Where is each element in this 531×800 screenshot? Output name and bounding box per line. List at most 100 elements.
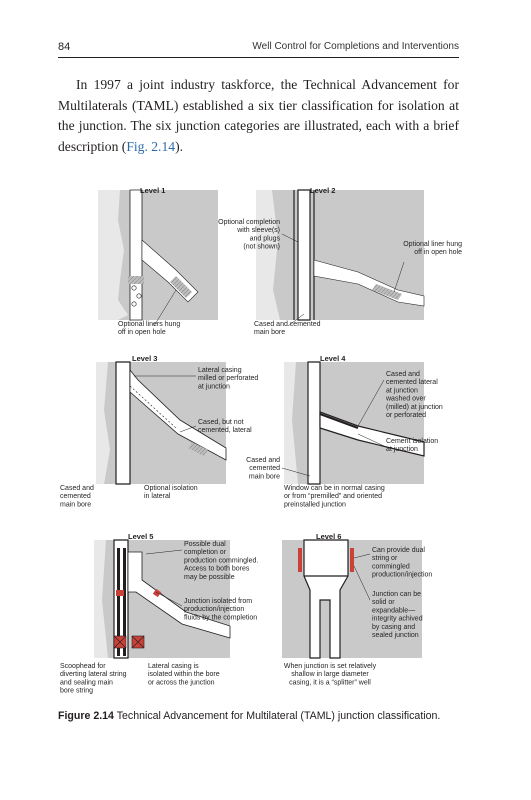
label-line: may be possible bbox=[184, 574, 235, 581]
figure-reference-link[interactable]: Fig. 2.14 bbox=[126, 138, 176, 154]
paragraph-text-end: ). bbox=[175, 138, 183, 154]
label-line: Optional liners hung bbox=[118, 321, 180, 328]
label-line: and sealing main bbox=[60, 679, 113, 686]
label-line: Cement isolation bbox=[386, 438, 438, 445]
level-2-panel bbox=[256, 189, 425, 321]
label-line: main bore bbox=[249, 473, 280, 480]
label-line: (milled) at junction bbox=[386, 404, 443, 411]
level-3-panel bbox=[96, 361, 227, 485]
label-line: Optional liner hung bbox=[403, 241, 462, 248]
label-line: with sleeve(s) bbox=[236, 227, 280, 234]
level-6-title: Level 6 bbox=[316, 532, 341, 541]
label-line: at junction bbox=[386, 387, 418, 394]
label-line: solid or bbox=[372, 599, 395, 606]
level-1-panel bbox=[98, 189, 218, 321]
label-line: Lateral casing is bbox=[148, 663, 199, 670]
level-5-panel bbox=[94, 539, 231, 659]
label-line: or across the junction bbox=[148, 679, 215, 686]
label-line: Cased, but not bbox=[198, 419, 244, 426]
label-line: cemented bbox=[249, 465, 280, 472]
label-line: Optional isolation bbox=[144, 485, 198, 492]
label-line: completion or bbox=[184, 549, 227, 556]
running-title: Well Control for Completions and Interve… bbox=[252, 41, 459, 52]
level-5-isolated-label: Junction isolated fromproduction/injecti… bbox=[184, 598, 257, 621]
level-1-title: Level 1 bbox=[140, 186, 165, 195]
level-2-title: Level 2 bbox=[310, 186, 335, 195]
label-line: preinstalled junction bbox=[284, 501, 346, 508]
label-line: commingled bbox=[372, 563, 410, 570]
label-line: Junction can be bbox=[372, 591, 421, 598]
label-line: by casing and bbox=[372, 624, 415, 631]
label-line: integrity achived bbox=[372, 616, 423, 623]
label-line: Possible dual bbox=[184, 541, 226, 548]
label-line: When junction is set relatively bbox=[284, 663, 377, 670]
label-line: or from “premilled” and oriented bbox=[284, 493, 382, 500]
level-4-panel bbox=[284, 361, 425, 485]
label-line: Cased and bbox=[246, 457, 280, 464]
caption-text: Technical Advancement for Multilateral (… bbox=[116, 710, 441, 722]
label-line: milled or perforated bbox=[198, 375, 258, 382]
label-line: Cased and bbox=[386, 371, 420, 378]
label-line: fluids by the completion bbox=[184, 614, 257, 621]
label-line: at junction bbox=[386, 446, 418, 453]
label-line: and plugs bbox=[250, 235, 281, 242]
level-3-title: Level 3 bbox=[132, 354, 157, 363]
label-line: expandable— bbox=[372, 607, 415, 614]
label-line: Cased and bbox=[60, 485, 94, 492]
label-line: Cased and cemented bbox=[254, 321, 321, 328]
label-line: Can provide dual bbox=[372, 547, 425, 554]
body-paragraph: In 1997 a joint industry taskforce, the … bbox=[58, 75, 459, 157]
label-line: Lateral casing bbox=[198, 367, 242, 374]
label-line: casing, it is a “splitter” well bbox=[289, 679, 371, 686]
label-line: in lateral bbox=[144, 493, 171, 500]
label-line: main bore bbox=[60, 501, 91, 508]
label-line: Junction isolated from bbox=[184, 598, 252, 605]
level-4-title: Level 4 bbox=[320, 354, 346, 363]
figure-caption: Figure 2.14 Technical Advancement for Mu… bbox=[58, 710, 440, 722]
label-line: Window can be in normal casing bbox=[284, 485, 385, 492]
label-line: bore string bbox=[60, 688, 93, 695]
label-line: at junction bbox=[198, 383, 230, 390]
label-line: cemented bbox=[60, 493, 91, 500]
label-line: (not shown) bbox=[243, 244, 280, 251]
label-line: shallow in large diameter bbox=[291, 671, 369, 678]
label-line: string or bbox=[372, 555, 398, 562]
label-line: or perforated bbox=[386, 412, 426, 419]
caption-label: Figure 2.14 bbox=[58, 710, 114, 722]
label-line: Optional completion bbox=[218, 219, 280, 226]
label-line: diverting lateral string bbox=[60, 671, 127, 678]
label-line: production/injection bbox=[184, 606, 244, 613]
header-rule bbox=[58, 57, 459, 58]
label-line: off in open hole bbox=[118, 329, 166, 336]
label-line: sealed junction bbox=[372, 632, 419, 639]
label-line: Access to both bores bbox=[184, 566, 250, 573]
label-line: production commingled. bbox=[184, 557, 258, 564]
label-line: production/injection bbox=[372, 572, 432, 579]
label-line: main bore bbox=[254, 329, 285, 336]
label-line: cemented, lateral bbox=[198, 427, 252, 434]
label-line: isolated within the bore bbox=[148, 671, 220, 678]
page-number: 84 bbox=[58, 41, 71, 53]
taml-figure: Level 1 Level 2 Level 3 Level 4 bbox=[58, 180, 462, 708]
label-line: Scoophead for bbox=[60, 663, 106, 670]
label-line: off in open hole bbox=[414, 249, 462, 256]
label-line: cemented lateral bbox=[386, 379, 438, 386]
